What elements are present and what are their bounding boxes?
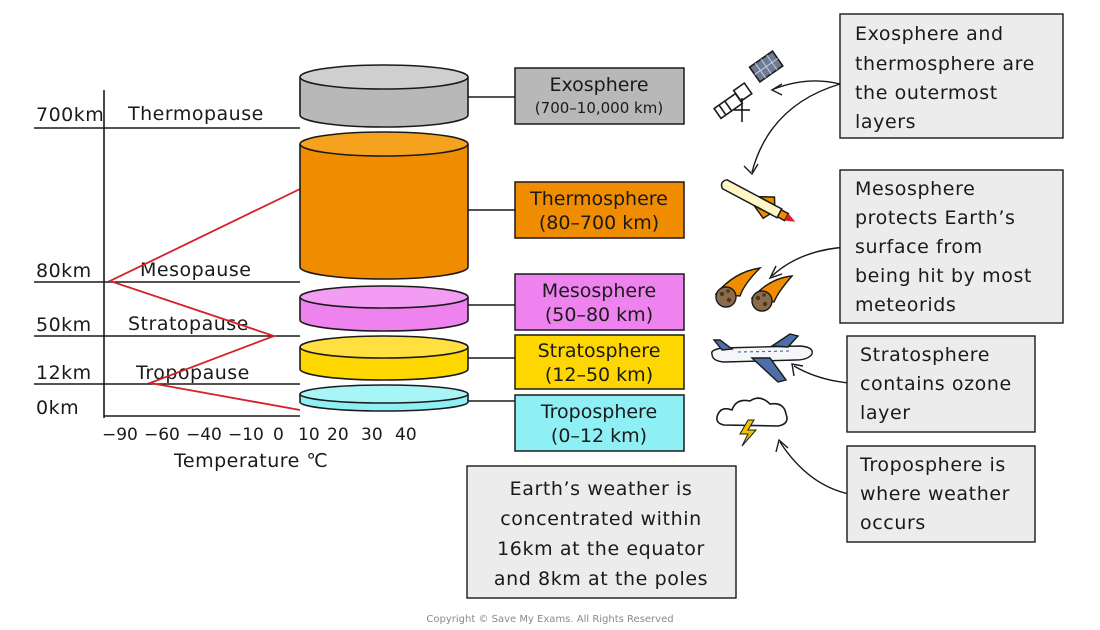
arrow-to-airplane [793, 365, 850, 384]
note-line: 16km at the equator [497, 538, 705, 560]
airplane-icon [711, 333, 813, 383]
layer-range: (50–80 km) [545, 304, 653, 326]
cylinder-mesosphere [299, 285, 469, 332]
boundary-mesopause: Mesopause [140, 259, 251, 281]
layer-box-exosphere: Exosphere (700–10,000 km) [514, 67, 685, 125]
boundary-tropopause: Tropopause [135, 362, 250, 384]
note-outer-layers: Exosphere and thermosphere are the outer… [839, 13, 1064, 139]
arrowhead [791, 363, 804, 377]
note-line: being hit by most [855, 265, 1032, 287]
altitude-label-80km: 80km [36, 260, 92, 282]
arrow-to-meteor [771, 246, 848, 277]
note-weather: Earth’s weather is concentrated within 1… [466, 465, 737, 599]
copyright-text: Copyright © Save My Exams. All Rights Re… [426, 614, 673, 625]
rocket-icon [720, 179, 796, 222]
layer-box-troposphere: Troposphere (0–12 km) [514, 394, 685, 452]
note-line: where weather [860, 483, 1010, 505]
temperature-axis: −90 −60 −40 −10 0 10 20 30 40 Temperatur… [102, 425, 417, 472]
cylinder-stratosphere [299, 335, 469, 381]
boundary-thermopause: Thermopause [127, 103, 264, 125]
temperature-profile-line [107, 188, 301, 411]
layer-box-thermosphere: Thermosphere (80–700 km) [514, 181, 685, 239]
altitude-label-50km: 50km [36, 314, 92, 336]
note-troposphere: Troposphere is where weather occurs [846, 445, 1036, 543]
layer-name: Mesosphere [542, 280, 656, 302]
layer-connectors [468, 96, 515, 402]
arrow-to-rocket [751, 83, 841, 173]
tick-label: 30 [361, 425, 383, 445]
layer-range: (80–700 km) [539, 212, 659, 234]
layer-name: Troposphere [540, 401, 657, 423]
layer-range: (700–10,000 km) [535, 99, 663, 117]
arrowhead [770, 83, 783, 96]
arrowhead [743, 163, 759, 176]
note-line: contains ozone [860, 373, 1012, 395]
temperature-axis-label: Temperature ℃ [173, 450, 328, 472]
arrow-to-cloud [779, 441, 850, 495]
arrowhead [775, 438, 789, 453]
note-line: thermosphere are [855, 53, 1035, 75]
note-mesosphere: Mesosphere protects Earth’s surface from… [839, 169, 1064, 324]
note-line: meteorids [855, 294, 956, 316]
altitude-label-12km: 12km [36, 362, 92, 384]
note-line: layer [860, 402, 911, 424]
arrow-to-satellite [773, 80, 841, 90]
note-line: the outermost [855, 82, 998, 104]
cylinder-exosphere [299, 64, 469, 128]
meteor-icon [714, 266, 794, 312]
note-line: surface from [855, 236, 983, 258]
layer-name: Stratosphere [538, 340, 661, 362]
altitude-label-700km: 700km [36, 104, 104, 126]
note-line: occurs [860, 512, 926, 534]
tick-label: −90 [102, 425, 138, 445]
layer-name: Thermosphere [529, 188, 668, 210]
tick-label: 20 [327, 425, 349, 445]
altitude-axis [34, 90, 300, 418]
note-line: Earth’s weather is [510, 478, 693, 500]
altitude-label-0km: 0km [36, 397, 79, 419]
tick-label: −60 [144, 425, 180, 445]
note-line: Stratosphere [860, 344, 990, 366]
layer-box-mesosphere: Mesosphere (50–80 km) [514, 273, 685, 331]
tick-label: 10 [298, 425, 320, 445]
storm-cloud-icon [716, 397, 788, 447]
cylinder-troposphere [299, 384, 469, 412]
arrowhead [768, 265, 783, 280]
note-line: and 8km at the poles [494, 568, 708, 590]
note-line: Mesosphere [855, 178, 975, 200]
layer-range: (0–12 km) [551, 425, 647, 447]
layer-box-stratosphere: Stratosphere (12–50 km) [514, 334, 685, 390]
tick-label: 40 [395, 425, 417, 445]
note-line: Troposphere is [859, 454, 1006, 476]
boundary-stratopause: Stratopause [128, 313, 249, 335]
cylinder-thermosphere [299, 131, 469, 280]
layer-name: Exosphere [549, 74, 648, 96]
note-line: layers [855, 111, 916, 133]
annotation-arrows [743, 80, 850, 495]
note-line: concentrated within [500, 508, 701, 530]
tick-label: −40 [186, 425, 222, 445]
tick-label: −10 [228, 425, 264, 445]
layer-range: (12–50 km) [545, 364, 653, 386]
note-line: Exosphere and [855, 23, 1004, 45]
cylinder-stack [299, 64, 469, 412]
note-stratosphere: Stratosphere contains ozone layer [846, 335, 1036, 433]
tick-label: 0 [273, 425, 284, 445]
satellite-icon [712, 50, 784, 122]
note-line: protects Earth’s [855, 207, 1016, 229]
